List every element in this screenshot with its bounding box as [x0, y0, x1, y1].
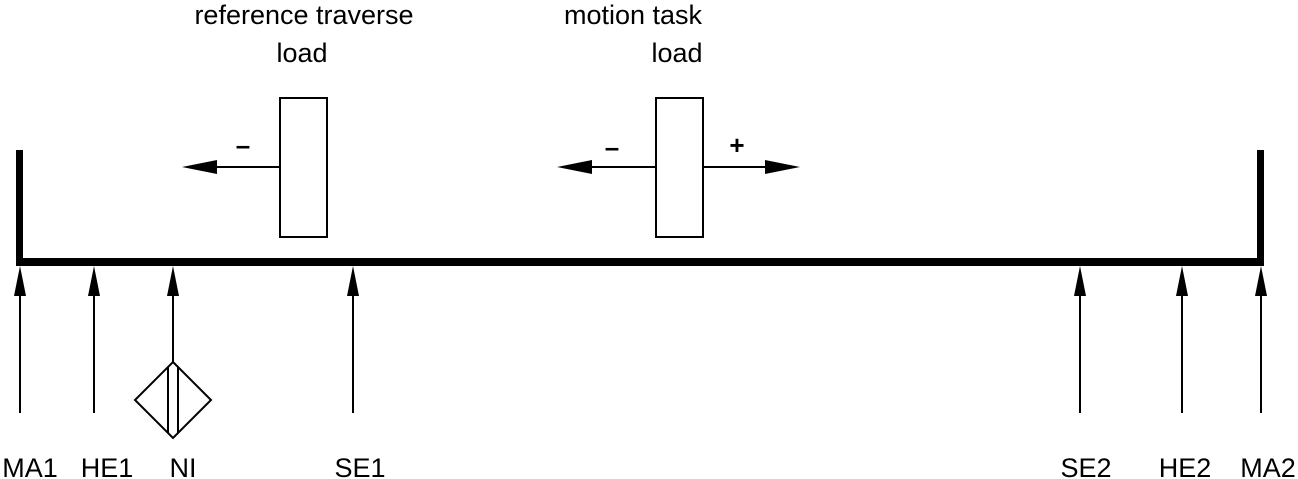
- right-end-stop: [1257, 150, 1264, 266]
- label-ni: NI: [170, 453, 197, 479]
- motion-task-load-label: load: [651, 38, 702, 68]
- motion-task-right-arrow-head-icon: [765, 160, 800, 174]
- label-ma1: MA1: [2, 453, 58, 479]
- reference-traverse-load-box: [279, 97, 328, 238]
- reference-traverse-title: reference traverse: [194, 0, 413, 30]
- label-se2: SE2: [1060, 453, 1111, 479]
- motion-task-left-arrow-head-icon: [557, 160, 592, 174]
- left-end-stop: [16, 150, 23, 266]
- travel-axis-bar: [16, 258, 1264, 266]
- reference-traverse-minus-sign: –: [236, 130, 250, 160]
- position-arrow-se1: [347, 266, 359, 413]
- motion-task-plus-sign: +: [729, 130, 744, 160]
- position-arrow-he2: [1176, 266, 1188, 413]
- position-arrow-se2: [1074, 266, 1086, 413]
- motion-task-minus-sign: –: [605, 132, 619, 162]
- label-se1: SE1: [334, 453, 385, 479]
- label-he2: HE2: [1159, 453, 1212, 479]
- motion-task-load-box: [655, 97, 704, 238]
- label-ma2: MA2: [1240, 453, 1296, 479]
- reference-traverse-load-label: load: [276, 38, 327, 68]
- position-arrow-ma2: [1255, 266, 1267, 413]
- position-arrow-he1: [88, 266, 100, 413]
- motion-task-title: motion task: [564, 0, 703, 30]
- proximity-sensor-icon: [133, 360, 213, 440]
- reference-traverse-arrow-head-icon: [182, 160, 217, 174]
- position-arrow-ni: [167, 266, 179, 362]
- position-arrow-ma1: [14, 266, 26, 413]
- label-he1: HE1: [81, 453, 134, 479]
